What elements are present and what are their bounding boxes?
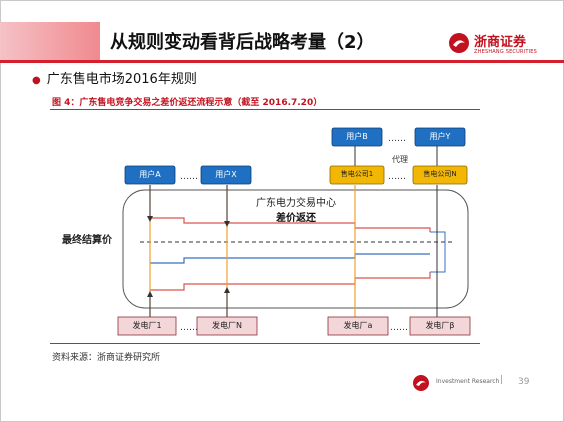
user-y-label: 用户Y xyxy=(429,132,451,141)
company-n-label: 售电公司N xyxy=(423,170,457,178)
footer-separator: | xyxy=(500,375,504,385)
footer-logo-icon xyxy=(413,375,429,391)
bullet-icon: ● xyxy=(32,75,41,86)
trading-center-box xyxy=(122,189,469,309)
user-b-label: 用户B xyxy=(346,132,368,141)
brand-logo: 浙商证券 ZHESHANG SECURITIES xyxy=(448,30,558,60)
slide-title: 从规则变动看背后战略考量（2） xyxy=(110,32,375,53)
figure-bottom-rule xyxy=(50,343,480,344)
agent-label: 代理 xyxy=(392,154,408,164)
plants-right-ellipsis: …… xyxy=(390,323,408,333)
plant-1-label: 发电厂1 xyxy=(132,321,162,330)
section-heading: 广东售电市场2016年规则 xyxy=(46,72,197,87)
plant-n-label: 发电厂N xyxy=(212,321,242,330)
company-box-n xyxy=(412,165,468,185)
companies-ellipsis: …… xyxy=(388,172,406,182)
section-bullet: ● 广东售电市场2016年规则 xyxy=(32,68,197,87)
blue-price-line xyxy=(150,253,430,264)
user-x-label: 用户X xyxy=(215,170,237,179)
user-box-b xyxy=(331,127,383,147)
plant-box-n xyxy=(196,316,258,336)
plants-left-ellipsis: …… xyxy=(180,323,198,333)
red-price-line-bottom xyxy=(150,272,431,291)
footer-research-label: Investment Research xyxy=(436,378,500,385)
price-refund-label: 差价返还 xyxy=(276,211,317,224)
user-box-y xyxy=(414,127,466,147)
users-left-ellipsis: …… xyxy=(180,172,198,182)
company-box-1 xyxy=(329,165,385,185)
plant-box-1 xyxy=(117,316,177,336)
plant-box-a xyxy=(327,316,389,336)
figure-caption: 图 4：广东售电竞争交易之差价返还流程示意（截至 2016.7.20） xyxy=(52,98,323,108)
trading-center-title: 广东电力交易中心 xyxy=(256,196,336,209)
header-divider xyxy=(0,60,564,63)
brand-logo-icon xyxy=(449,33,469,53)
figure-top-rule xyxy=(50,109,480,110)
header-accent-band xyxy=(0,22,100,60)
plant-beta-label: 发电厂β xyxy=(425,321,455,330)
final-settlement-price-label: 最终结算价 xyxy=(62,233,113,246)
source-note: 资料来源：浙商证券研究所 xyxy=(52,353,161,363)
user-box-a xyxy=(124,165,176,185)
users-right-ellipsis: …… xyxy=(388,134,406,144)
user-a-label: 用户A xyxy=(139,170,161,179)
plant-a-label: 发电厂a xyxy=(343,321,373,330)
page-number: 39 xyxy=(518,377,530,387)
brand-subtitle: ZHESHANG SECURITIES xyxy=(474,49,537,55)
company-1-label: 售电公司1 xyxy=(340,170,374,178)
plant-box-beta xyxy=(409,316,471,336)
user-box-x xyxy=(200,165,252,185)
brand-name: 浙商证券 xyxy=(474,35,527,50)
